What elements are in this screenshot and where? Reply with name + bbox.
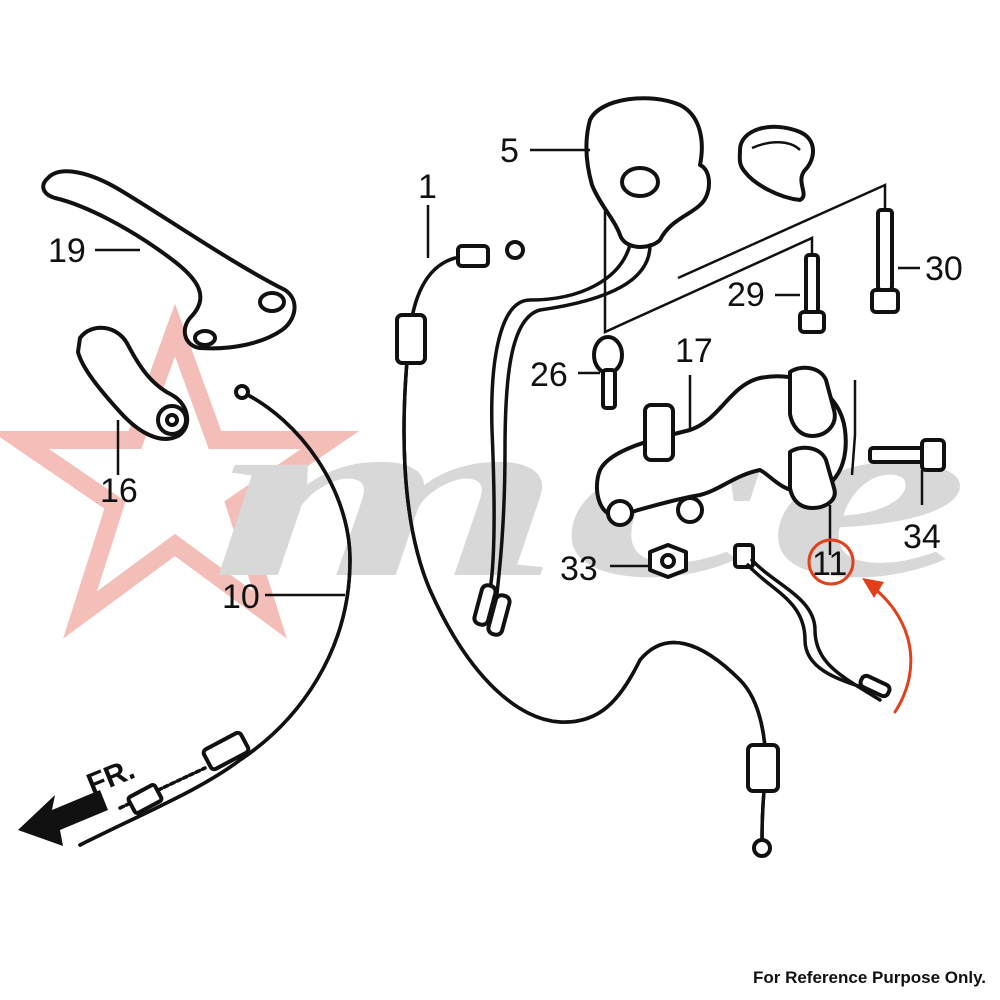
part-33-nut — [648, 543, 688, 579]
callout-16: 16 — [100, 472, 138, 510]
callout-19: 19 — [48, 232, 86, 270]
part-30-bolt — [870, 208, 900, 314]
callout-17: 17 — [675, 332, 713, 370]
footer-note: For Reference Purpose Only. — [752, 968, 986, 987]
callout-30: 30 — [925, 250, 963, 288]
direction-arrow: FR. — [18, 753, 139, 846]
clamp-part — [737, 124, 815, 202]
callout-33: 33 — [560, 550, 598, 588]
part-5-switch — [472, 96, 711, 637]
part-26-knob — [592, 335, 624, 410]
part-17-holder — [594, 365, 848, 527]
callout-5: 5 — [500, 132, 519, 170]
switch-lead — [733, 543, 892, 702]
callout-1: 1 — [418, 168, 437, 206]
part-19-lever — [41, 169, 297, 351]
part-10-cable — [78, 384, 352, 847]
forward-arrow-icon — [18, 790, 108, 846]
part-34-bolt — [868, 438, 946, 472]
highlight-arrow — [868, 583, 913, 714]
leader-lines — [95, 148, 924, 597]
callout-10: 10 — [222, 578, 260, 616]
callout-11: 11 — [812, 545, 847, 583]
part-16-bracket — [76, 325, 189, 441]
part-1-cable — [395, 240, 780, 858]
highlight-arrowhead-icon — [862, 578, 884, 598]
callout-26: 26 — [530, 356, 568, 394]
highlight-ring — [807, 538, 855, 586]
watermark-star-icon — [0, 303, 360, 639]
part-29-bolt — [798, 253, 826, 334]
callout-29: 29 — [727, 276, 765, 314]
callout-34: 34 — [903, 518, 941, 556]
highlight-part-11: 11 — [807, 538, 913, 714]
